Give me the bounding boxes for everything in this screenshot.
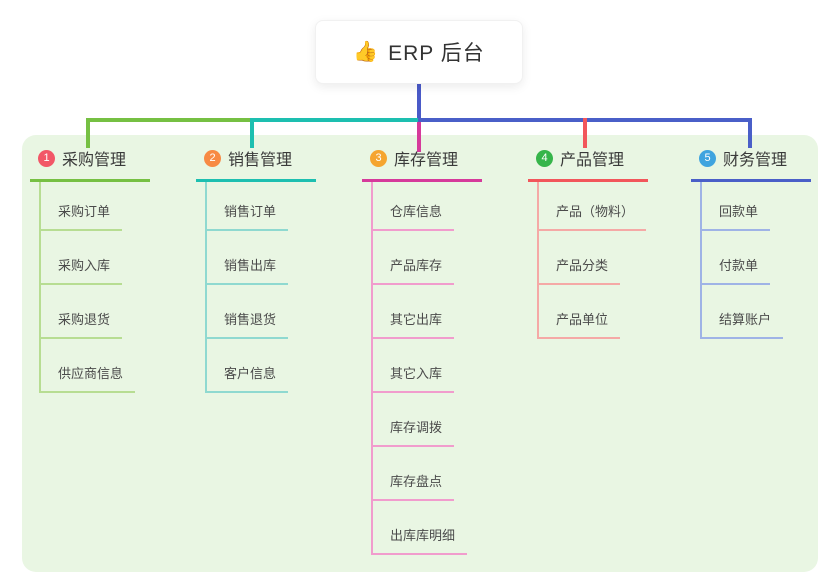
branch-title-inventory[interactable]: 3 库存管理: [362, 146, 482, 182]
branch-children: 仓库信息 产品库存 其它出库 其它入库 库存调拨 库存盘点 出库库明细: [371, 182, 482, 555]
bus-segment-green: [86, 118, 252, 122]
branch-children: 回款单 付款单 结算账户: [700, 182, 811, 339]
branch-title-product[interactable]: 4 产品管理: [528, 146, 648, 182]
child-node-label[interactable]: 产品单位: [539, 309, 621, 339]
child-node-label[interactable]: 回款单: [702, 201, 771, 231]
branch-stub-inventory: [417, 122, 421, 152]
branch-number-badge: 1: [38, 149, 55, 167]
child-node[interactable]: 其它出库: [373, 285, 482, 339]
child-node-label[interactable]: 产品库存: [373, 255, 455, 285]
thumbs-up-icon: 👍: [353, 41, 379, 63]
branch-title-purchase[interactable]: 1 采购管理: [30, 146, 150, 182]
branch-stub-finance: [748, 118, 752, 148]
child-node-label[interactable]: 其它入库: [373, 363, 455, 393]
branch-title-label: 产品管理: [560, 152, 625, 169]
child-node[interactable]: 出库库明细: [373, 501, 482, 555]
child-node[interactable]: 回款单: [702, 182, 811, 231]
branch-title-label: 销售管理: [228, 152, 293, 169]
child-node-label[interactable]: 出库库明细: [373, 525, 468, 555]
branch-stub-purchase: [86, 118, 90, 148]
child-node[interactable]: 产品单位: [539, 285, 648, 339]
child-node[interactable]: 其它入库: [373, 339, 482, 393]
branch-title-sales[interactable]: 2 销售管理: [196, 146, 316, 182]
bus-segment-teal: [252, 118, 418, 122]
child-node-label[interactable]: 销售出库: [207, 255, 289, 285]
root-connector-line: [417, 83, 421, 120]
child-node-label[interactable]: 产品分类: [539, 255, 621, 285]
child-node-label[interactable]: 仓库信息: [373, 201, 455, 231]
branch-product: 4 产品管理 产品（物料） 产品分类 产品单位: [528, 146, 648, 339]
branch-finance: 5 财务管理 回款单 付款单 结算账户: [691, 146, 811, 339]
branch-inventory: 3 库存管理 仓库信息 产品库存 其它出库 其它入库 库存调拨 库存盘点 出库库…: [362, 146, 482, 555]
child-node-label[interactable]: 产品（物料）: [539, 201, 647, 231]
branch-stub-sales: [250, 118, 254, 148]
branch-number-badge: 5: [699, 149, 716, 167]
branch-purchase: 1 采购管理 采购订单 采购入库 采购退货 供应商信息: [30, 146, 150, 393]
child-node[interactable]: 产品（物料）: [539, 182, 648, 231]
child-node-label[interactable]: 采购入库: [41, 255, 123, 285]
child-node-label[interactable]: 客户信息: [207, 363, 289, 393]
child-node-label[interactable]: 其它出库: [373, 309, 455, 339]
root-node-label: ERP 后台: [388, 42, 485, 65]
child-node[interactable]: 供应商信息: [41, 339, 150, 393]
child-node[interactable]: 付款单: [702, 231, 811, 285]
branch-children: 产品（物料） 产品分类 产品单位: [537, 182, 648, 339]
child-node[interactable]: 采购订单: [41, 182, 150, 231]
child-node[interactable]: 结算账户: [702, 285, 811, 339]
branch-title-label: 采购管理: [62, 152, 127, 169]
child-node[interactable]: 库存调拨: [373, 393, 482, 447]
branch-children: 采购订单 采购入库 采购退货 供应商信息: [39, 182, 150, 393]
child-node[interactable]: 产品分类: [539, 231, 648, 285]
child-node-label[interactable]: 结算账户: [702, 309, 784, 339]
child-node[interactable]: 销售出库: [207, 231, 316, 285]
branch-title-label: 库存管理: [394, 152, 459, 169]
child-node[interactable]: 仓库信息: [373, 182, 482, 231]
child-node-label[interactable]: 采购订单: [41, 201, 123, 231]
root-node[interactable]: 👍 ERP 后台: [315, 20, 523, 84]
branch-children: 销售订单 销售出库 销售退货 客户信息: [205, 182, 316, 393]
branch-sales: 2 销售管理 销售订单 销售出库 销售退货 客户信息: [196, 146, 316, 393]
child-node-label[interactable]: 库存盘点: [373, 471, 455, 501]
child-node-label[interactable]: 销售退货: [207, 309, 289, 339]
branch-title-finance[interactable]: 5 财务管理: [691, 146, 811, 182]
child-node[interactable]: 产品库存: [373, 231, 482, 285]
child-node-label[interactable]: 库存调拨: [373, 417, 455, 447]
child-node[interactable]: 销售退货: [207, 285, 316, 339]
child-node-label[interactable]: 付款单: [702, 255, 771, 285]
child-node[interactable]: 销售订单: [207, 182, 316, 231]
child-node[interactable]: 采购退货: [41, 285, 150, 339]
child-node[interactable]: 采购入库: [41, 231, 150, 285]
child-node-label[interactable]: 供应商信息: [41, 363, 136, 393]
branch-number-badge: 4: [536, 149, 553, 167]
child-node[interactable]: 库存盘点: [373, 447, 482, 501]
child-node-label[interactable]: 销售订单: [207, 201, 289, 231]
child-node[interactable]: 客户信息: [207, 339, 316, 393]
branch-number-badge: 2: [204, 149, 221, 167]
branch-stub-product: [583, 118, 587, 148]
branch-number-badge: 3: [370, 149, 387, 167]
branch-title-label: 财务管理: [723, 152, 788, 169]
child-node-label[interactable]: 采购退货: [41, 309, 123, 339]
